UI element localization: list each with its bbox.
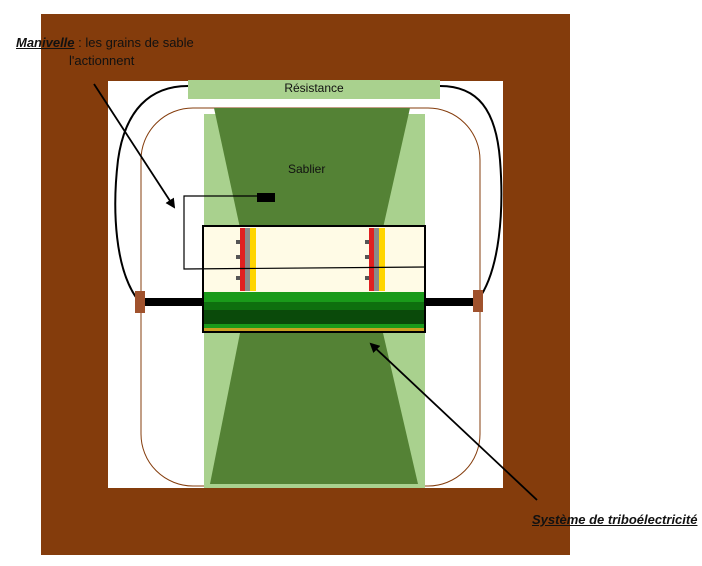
terminal-left [135, 291, 145, 313]
electrode-left-yellow [250, 228, 256, 291]
resistance-bar [188, 80, 440, 99]
tribo-system-label: Système de triboélectricité [532, 512, 698, 527]
tribo-band-gold [203, 328, 425, 332]
electrode-right-yellow [379, 228, 385, 291]
resistance-label: Résistance [284, 81, 344, 95]
electrode-right-red [369, 228, 374, 291]
electrode-right-tab-2 [365, 255, 369, 259]
crank-term: Manivelle [16, 35, 75, 50]
electrode-left-tab-1 [236, 240, 240, 244]
tribo-chamber-outline [202, 225, 426, 333]
crank-description: : les grains de sable [74, 35, 194, 50]
electrode-right-tab-1 [365, 240, 369, 244]
electrode-right-tab-3 [365, 276, 369, 280]
crank-annotation: Manivelle : les grains de sable l'action… [16, 34, 194, 70]
tribo-arrow [369, 342, 538, 501]
electrode-left-tab-2 [236, 255, 240, 259]
wire-right [439, 85, 503, 301]
hourglass-label: Sablier [288, 162, 326, 176]
crank-rod [183, 195, 426, 270]
wire-left [114, 85, 189, 301]
tribo-band-top [203, 292, 425, 302]
tribo-band-dark [203, 310, 425, 324]
tribo-band-green2 [203, 324, 425, 328]
axle-left [140, 298, 205, 306]
axle-right [425, 298, 480, 306]
electrode-left-grey [245, 228, 250, 291]
electrode-left-red [240, 228, 245, 291]
electrode-left-tab-3 [236, 276, 240, 280]
terminal-right [473, 290, 483, 312]
electrode-right-grey [374, 228, 379, 291]
crank-handle [257, 193, 275, 202]
crank-description-line2: l'actionnent [69, 53, 135, 68]
hourglass-lower-chamber [210, 333, 418, 484]
electrode-left [236, 228, 256, 291]
crank-arrow [93, 83, 176, 209]
electrode-right [365, 228, 385, 291]
tribo-band-mid [203, 302, 425, 310]
